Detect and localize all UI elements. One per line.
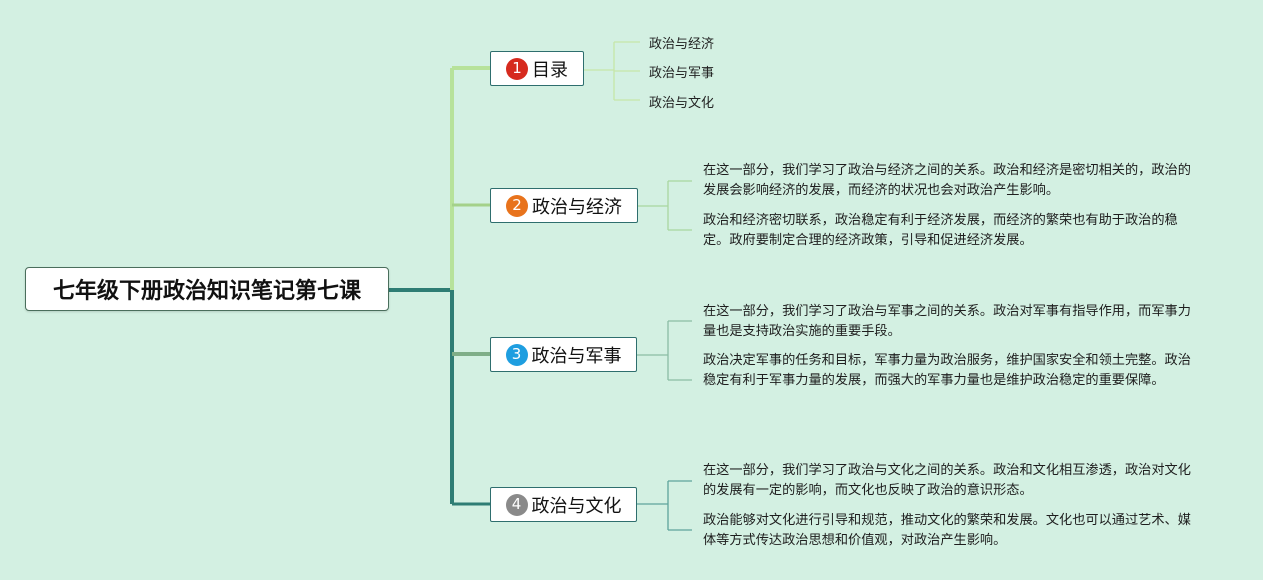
leaf-item-military[interactable]: 政治与军事 [649, 66, 715, 81]
branch-3-sub-connector [637, 320, 692, 381]
leaf-item-culture[interactable]: 政治与文化 [649, 96, 715, 111]
root-topic-label: 七年级下册政治知识笔记第七课 [52, 279, 361, 304]
branch-2-sub-connector [638, 180, 692, 231]
number-badge-1: 1 [506, 57, 528, 80]
branch-node-military[interactable]: 3 政治与军事 [490, 337, 637, 372]
root-topic-node[interactable]: 七年级下册政治知识笔记第七课 [25, 267, 389, 311]
branch-label: 政治与文化 [531, 495, 622, 517]
note-paragraph[interactable]: 在这一部分，我们学习了政治与军事之间的关系。政治对军事有指导作用，而军事力量也是… [703, 304, 1191, 339]
branch-node-culture[interactable]: 4 政治与文化 [490, 487, 637, 522]
branch-node-economy[interactable]: 2 政治与经济 [490, 188, 638, 223]
note-paragraph[interactable]: 政治能够对文化进行引导和规范，推动文化的繁荣和发展。文化也可以通过艺术、媒体等方… [703, 513, 1191, 548]
branch-label: 政治与经济 [532, 196, 622, 218]
note-paragraph[interactable]: 政治和经济密切联系，政治稳定有利于经济发展，而经济的繁荣也有助于政治的稳定。政府… [703, 213, 1178, 248]
branch-node-catalog[interactable]: 1 目录 [490, 51, 584, 86]
number-badge-4: 4 [505, 493, 528, 516]
note-paragraph[interactable]: 在这一部分，我们学习了政治与文化之间的关系。政治和文化相互渗透，政治对文化的发展… [703, 463, 1191, 498]
branch-label: 目录 [532, 59, 568, 81]
branch-1-sub-connector [584, 41, 640, 101]
note-paragraph[interactable]: 政治决定军事的任务和目标，军事力量为政治服务，维护国家安全和领土完整。政治稳定有… [703, 353, 1191, 388]
number-badge-2: 2 [506, 194, 528, 217]
branch-4-sub-connector [637, 480, 692, 531]
note-paragraph[interactable]: 在这一部分，我们学习了政治与经济之间的关系。政治和经济是密切相关的，政治的发展会… [703, 163, 1191, 198]
number-badge-3: 3 [505, 343, 528, 366]
branch-label: 政治与军事 [531, 345, 622, 367]
leaf-item-economy[interactable]: 政治与经济 [649, 37, 715, 52]
